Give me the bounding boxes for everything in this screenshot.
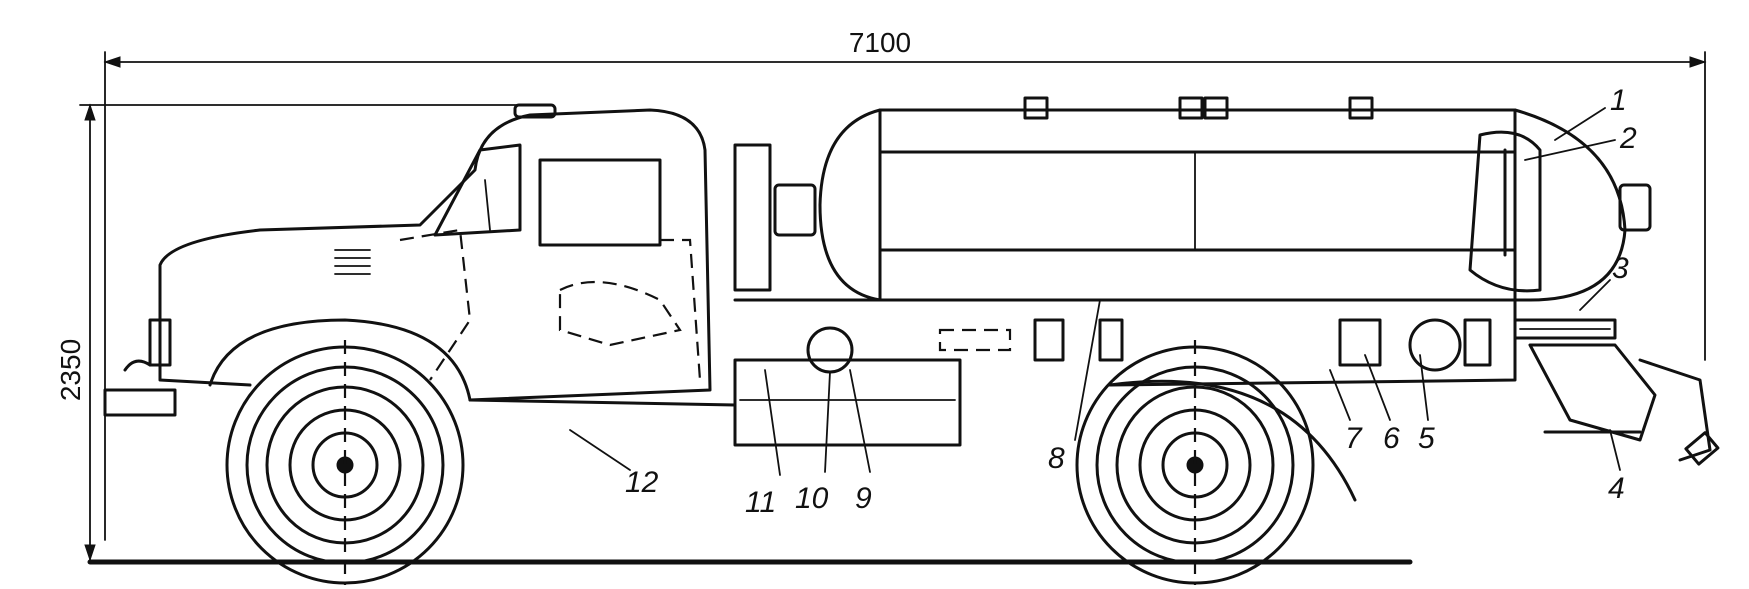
height-dimension-label: 2350	[55, 339, 86, 401]
callout-9: 9	[855, 482, 872, 515]
length-dimension: 7100	[103, 27, 1707, 541]
rear-mudguard	[1108, 379, 1357, 502]
front-bumper	[103, 318, 177, 417]
cab	[158, 103, 712, 402]
callout-5: 5	[1418, 422, 1435, 455]
callout-12: 12	[625, 466, 659, 499]
callout-11: 11	[745, 486, 776, 519]
front-wheel	[225, 340, 465, 585]
callout-3: 3	[1612, 252, 1629, 285]
rear-wheel	[1075, 340, 1315, 585]
callout-2: 2	[1619, 122, 1637, 155]
callout-10: 10	[795, 482, 829, 515]
height-dimension: 2350	[55, 103, 531, 562]
callout-4: 4	[1608, 472, 1625, 505]
front-panel	[733, 143, 772, 292]
callout-6: 6	[1383, 422, 1400, 455]
rear-nozzle	[1528, 343, 1720, 466]
callout-7: 7	[1345, 422, 1363, 455]
chassis-frame	[468, 298, 1617, 447]
callout-8: 8	[1048, 442, 1065, 475]
leader-lines	[569, 107, 1621, 476]
tank	[773, 96, 1652, 302]
length-dimension-label: 7100	[849, 27, 911, 58]
callout-1: 1	[1610, 84, 1627, 117]
